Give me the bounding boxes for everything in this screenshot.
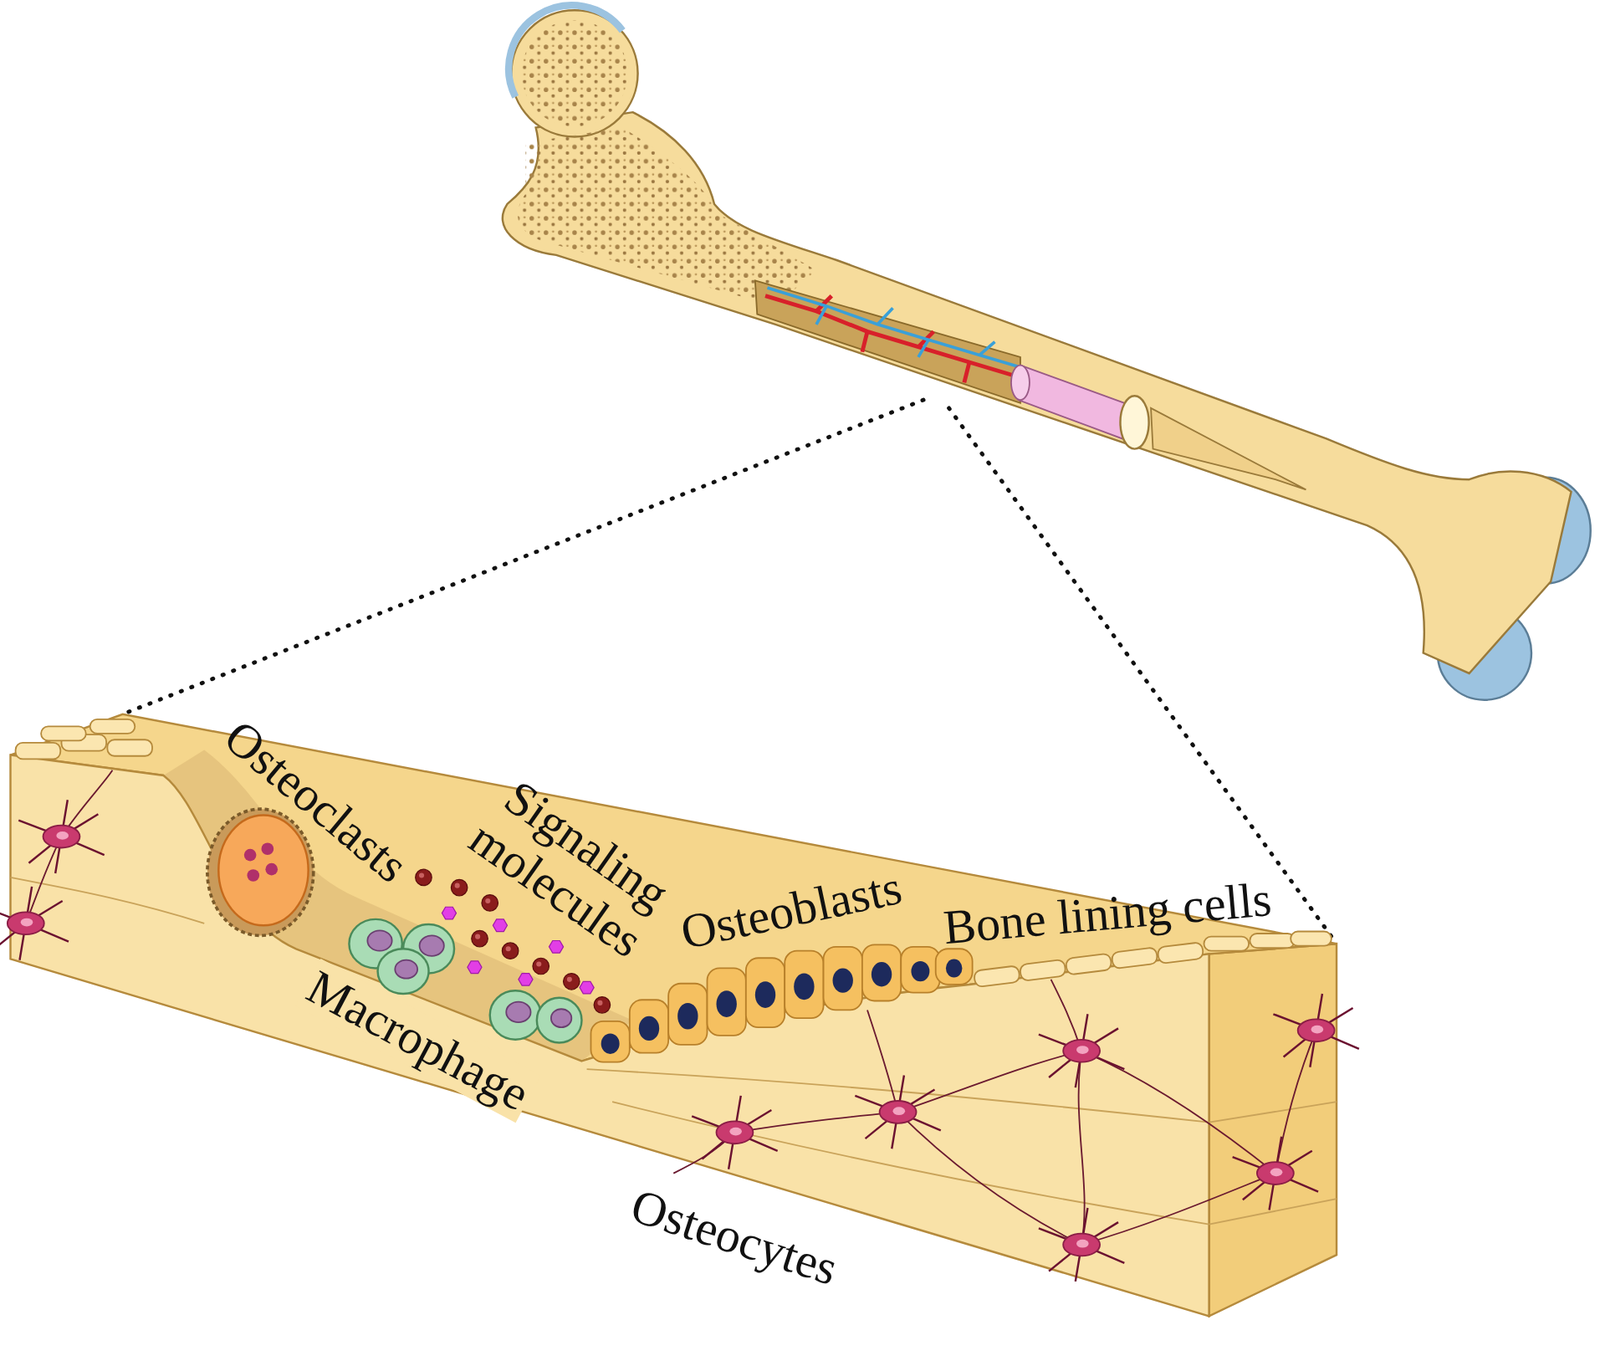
bone-tissue-block (10, 714, 1337, 1317)
canaliculi (25, 770, 1317, 1245)
femur (502, 5, 1591, 700)
osteoblasts (590, 944, 972, 1062)
osteoclast (207, 808, 314, 936)
lining-cells (15, 719, 1332, 987)
